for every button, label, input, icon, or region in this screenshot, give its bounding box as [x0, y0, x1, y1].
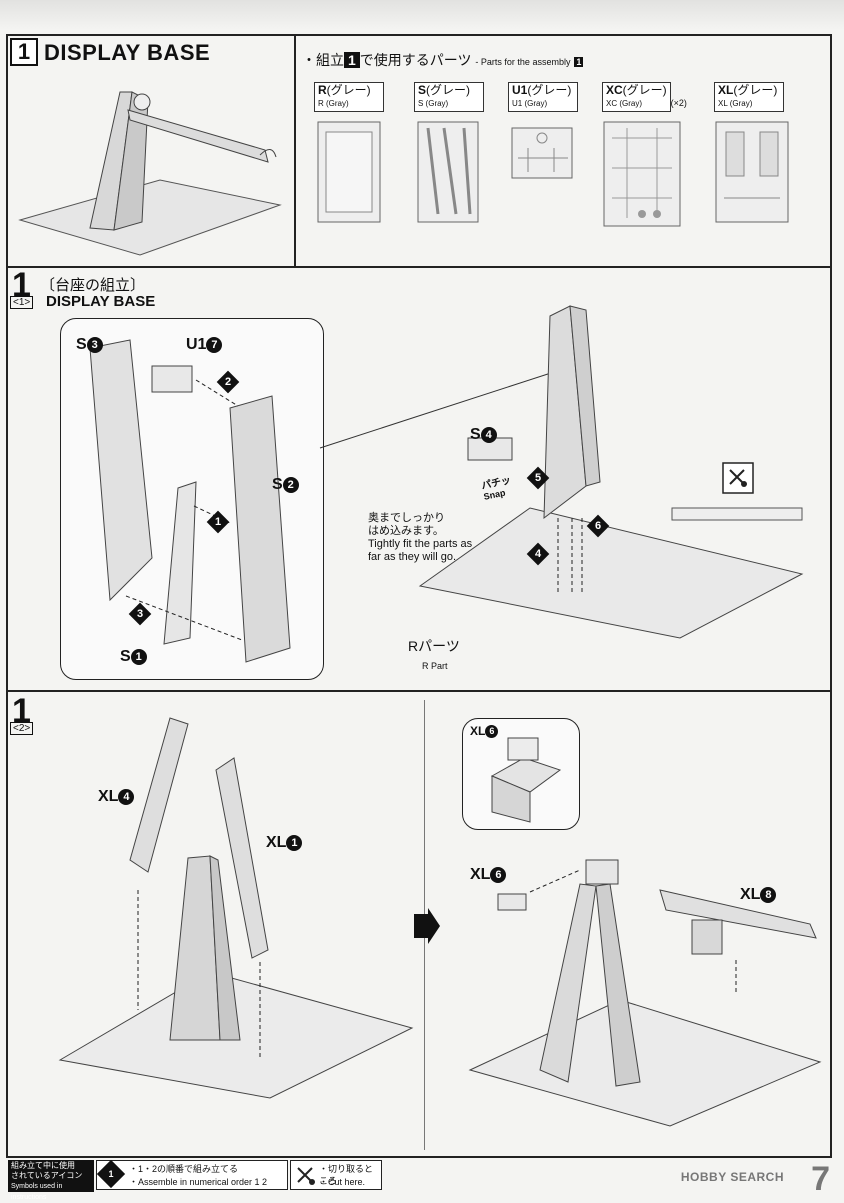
cut-here-icon: [722, 462, 754, 494]
part-xc-id: XC: [606, 83, 623, 97]
step1-number: 1: [12, 266, 31, 304]
part-u1-id: U1: [512, 83, 528, 97]
part-card-s: S(グレー) S (Gray): [414, 82, 484, 233]
callout-leader-line: [319, 371, 555, 449]
section-number: 1: [10, 38, 38, 66]
parts-header-number: 1: [344, 52, 360, 68]
part-xc-en: XC (Gray): [606, 99, 642, 108]
runner-u1-thumbnail: [511, 127, 573, 179]
part-card-r: R(グレー) R (Gray): [314, 82, 384, 233]
part-card-xc: XC(グレー) XC (Gray) (×2): [602, 82, 692, 230]
scan-margin: [0, 0, 844, 30]
step1-jp-title: 〔台座の組立〕: [40, 277, 146, 294]
parts-header-jp-prefix: 組立: [316, 52, 344, 68]
header-bottom-rule: [6, 266, 832, 268]
part-r-en: R (Gray): [318, 99, 349, 108]
overview-illustration: [18, 91, 282, 256]
legend-order-jp: ・1・2の順番で組み立てる: [129, 1164, 239, 1174]
step2-detail-illustration: [490, 737, 562, 823]
step1-detail-illustration: [89, 339, 291, 663]
parts-header-en: - Parts for the assembly: [475, 57, 571, 67]
order-2-marker: 2: [216, 370, 240, 394]
step2-left-illustration: [58, 717, 414, 1099]
part-r-jp: (グレー): [326, 83, 371, 97]
part-s-id: S: [418, 83, 427, 97]
order-1-marker: 1: [206, 510, 230, 534]
step1-en-title: DISPLAY BASE: [46, 293, 156, 310]
part-r-id: R: [318, 83, 327, 97]
watermark: HOBBY SEARCH: [680, 1170, 784, 1184]
step1-base-illustration: [418, 305, 804, 639]
part-xc-extra: (×2): [670, 98, 687, 108]
part-xc-jp: (グレー): [622, 83, 667, 97]
step2-right-illustration: [468, 859, 822, 1127]
step1-bottom-rule: [6, 690, 832, 692]
part-xl-id: XL: [718, 83, 734, 97]
page-number: 7: [811, 1160, 830, 1198]
part-s-en: S (Gray): [418, 99, 449, 108]
step1-sub: <1>: [10, 296, 34, 309]
legend-cut-jp: ・切り取るところ: [319, 1164, 374, 1186]
section-title: DISPLAY BASE: [44, 40, 211, 65]
legend-icon-number: 1: [108, 1169, 114, 1179]
part-xl-en: XL (Gray): [718, 99, 753, 108]
runner-xc-thumbnail: [603, 121, 681, 227]
step2-number: 1: [12, 692, 31, 730]
page-frame: [6, 34, 832, 1158]
order-3-marker: 3: [128, 602, 152, 626]
header-divider: [294, 34, 296, 268]
legend-order-cell: 1 ・1・2の順番で組み立てる ・Assemble in numerical o…: [96, 1159, 288, 1190]
legend-cut-cell: ・切り取るところ ・Cut here.: [290, 1160, 382, 1190]
parts-header-bullet: ・: [302, 52, 316, 68]
legend-order-en: ・Assemble in numerical order 1 2: [129, 1177, 268, 1187]
part-xl-jp: (グレー): [733, 83, 778, 97]
legend-cut-en: ・Cut here.: [319, 1177, 366, 1187]
part-card-xl: XL(グレー) XL (Gray): [714, 82, 789, 235]
order-5-marker: 5: [526, 466, 550, 490]
runner-xl-thumbnail: [715, 121, 789, 223]
parts-header-en-number: 1: [574, 57, 584, 67]
runner-s-thumbnail: [417, 121, 479, 223]
order-6-marker: 6: [586, 514, 610, 538]
order-4-marker: 4: [526, 542, 550, 566]
step2-sub: <2>: [10, 722, 34, 735]
part-u1-jp: (グレー): [527, 83, 572, 97]
parts-header-jp-suffix: で使用するパーツ: [359, 52, 472, 68]
scissors-icon: [297, 1167, 315, 1185]
runner-r-thumbnail: [317, 121, 381, 223]
next-arrow-icon: [414, 908, 440, 944]
part-u1-en: U1 (Gray): [512, 99, 548, 108]
part-s-jp: (グレー): [426, 83, 471, 97]
part-card-u1: U1(グレー) U1 (Gray): [508, 82, 578, 193]
